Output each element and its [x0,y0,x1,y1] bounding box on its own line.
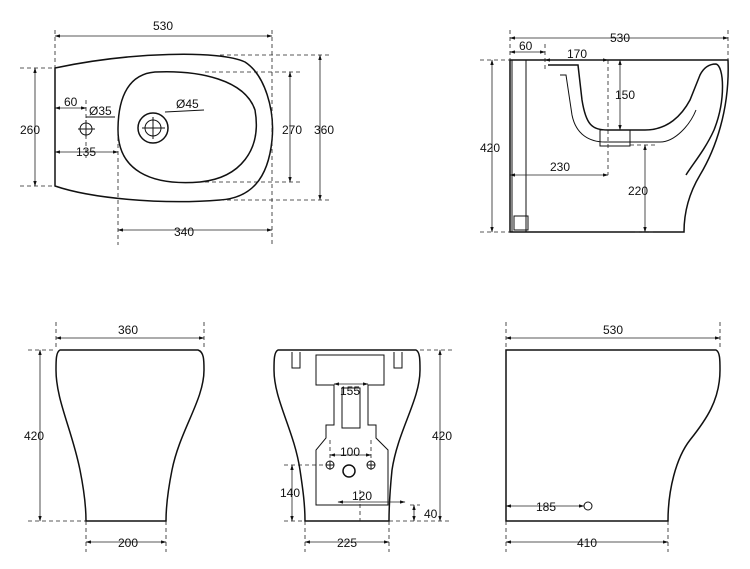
dim-side-outlet-h: 220 [628,184,648,198]
dim-top-tap-hole: Ø35 [89,104,112,118]
dim-side-height: 420 [480,141,500,155]
dim-rear-hole-spacing: 100 [340,445,360,459]
dim-front-width: 360 [118,323,138,337]
dim-front-height: 420 [24,429,44,443]
dim-rear-height: 420 [432,429,452,443]
side-section-bowl [548,63,724,176]
side-view-2: 530 185 410 [505,322,721,552]
side-view-2-outlet [583,501,593,511]
dim-side-inner: 170 [567,47,587,61]
dim-top-tap-offset-x: 60 [64,95,78,109]
dim-side-outlet-x: 230 [550,160,570,174]
dim-side2-base-depth: 410 [577,536,597,550]
side-section-outline [509,59,729,233]
dim-side2-width: 530 [603,323,623,337]
side-section-view: 530 60 170 420 150 230 220 [480,30,729,233]
rear-outlet [342,464,356,478]
rear-view-cavity [315,354,389,506]
front-view: 360 420 200 [24,322,205,552]
dim-rear-floor-gap: 40 [424,507,438,521]
dim-top-tap-offset-y: 135 [76,145,96,159]
dim-top-side-depth: 260 [20,123,40,137]
front-view-outline [55,349,205,522]
dim-top-drain-hole: Ø45 [176,97,199,111]
dim-top-bowl-width: 340 [174,225,194,239]
top-view-outline [54,53,274,203]
dim-rear-hole-height: 140 [280,486,300,500]
dim-rear-outlet-width: 120 [352,489,372,503]
drain-hole-outer [137,112,169,144]
dim-rear-bracket-span: 155 [340,384,360,398]
dim-side-offset: 60 [519,39,533,53]
top-view-bowl [117,71,257,184]
top-view: 530 260 360 270 340 60 135 Ø35 Ø45 [20,19,334,245]
dim-rear-base-width: 225 [337,536,357,550]
rear-view: 155 100 140 120 420 40 225 [273,349,452,552]
dim-top-bowl-depth: 270 [282,123,302,137]
dim-top-depth: 360 [314,123,334,137]
dim-side2-outlet-x: 185 [536,500,556,514]
dim-top-width: 530 [153,19,173,33]
side-view-2-outline [505,349,721,522]
dim-side-rim-depth: 150 [615,88,635,102]
dim-front-base-width: 200 [118,536,138,550]
dim-side-width: 530 [610,31,630,45]
